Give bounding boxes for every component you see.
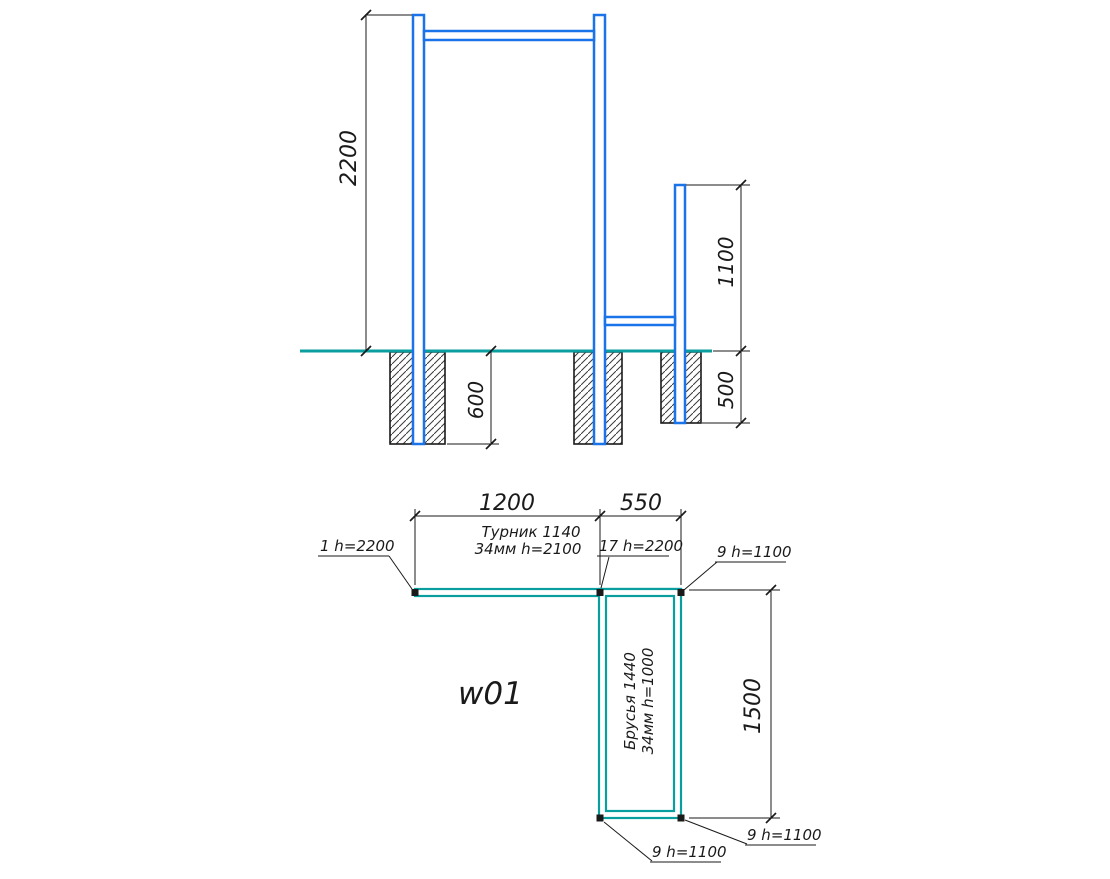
post-marker-bottom-left bbox=[596, 814, 604, 822]
brusya-label-line1: Брусья 1440 bbox=[621, 652, 639, 750]
post-marker-right bbox=[677, 589, 685, 596]
dim-footing-600: 600 bbox=[447, 345, 499, 450]
dim-label-1500: 1500 bbox=[741, 678, 766, 734]
right-post bbox=[592, 13, 607, 446]
turnik-label-line1: Турник 1140 bbox=[481, 523, 580, 541]
leader-label-post-right-bottom: 9 h=1100 bbox=[747, 826, 822, 844]
post-marker-left bbox=[411, 589, 419, 596]
plan-view: 1200 550 Турник 1140 34мм h=2100 1 h=220… bbox=[318, 491, 822, 863]
left-post bbox=[411, 13, 426, 446]
drawing-code: w01 bbox=[458, 676, 523, 712]
dim-height-2200: 2200 bbox=[337, 9, 412, 357]
post-marker-bottom-right bbox=[677, 814, 685, 822]
dim-label-500: 500 bbox=[714, 371, 738, 409]
dim-label-2200: 2200 bbox=[337, 130, 362, 186]
leader-label-post-left-bottom: 9 h=1100 bbox=[652, 843, 727, 861]
leader-label-post-mid: 17 h=2200 bbox=[599, 537, 683, 555]
dim-label-1100: 1100 bbox=[714, 237, 738, 288]
dim-plan-1200-550: 1200 550 bbox=[409, 491, 687, 585]
dim-label-1200: 1200 bbox=[479, 491, 535, 516]
parallel-bar-rail bbox=[603, 315, 677, 327]
pullup-bar bbox=[422, 29, 596, 42]
leader-post-mid: 17 h=2200 bbox=[597, 537, 683, 589]
bars-post bbox=[673, 183, 687, 425]
post-marker-mid bbox=[596, 589, 604, 596]
leader-label-post-left: 1 h=2200 bbox=[320, 537, 395, 555]
dim-plan-1500: 1500 bbox=[689, 584, 780, 824]
post-markers bbox=[411, 589, 685, 822]
leader-label-post-right-top: 9 h=1100 bbox=[717, 543, 792, 561]
leader-post-left-bottom: 9 h=1100 bbox=[603, 821, 727, 863]
turnik-label-line2: 34мм h=2100 bbox=[475, 540, 582, 558]
dim-label-550: 550 bbox=[620, 491, 662, 516]
brusya-label-line2: 34мм h=1000 bbox=[639, 648, 657, 755]
leader-post-right-top: 9 h=1100 bbox=[683, 543, 792, 591]
plan-bars-frame-outer bbox=[597, 587, 683, 820]
leader-post-right-bottom: 9 h=1100 bbox=[684, 819, 822, 846]
structure-frame bbox=[411, 13, 687, 446]
elevation-view: 2200 1100 500 600 bbox=[300, 9, 750, 450]
leader-post-left: 1 h=2200 bbox=[318, 537, 413, 590]
brusya-annotation: Брусья 1440 34мм h=1000 bbox=[621, 648, 657, 755]
dim-label-600: 600 bbox=[464, 381, 488, 419]
dim-height-1100-500: 1100 500 bbox=[686, 179, 750, 429]
turnik-annotation: Турник 1140 34мм h=2100 bbox=[475, 523, 582, 558]
plan-bars-frame-inner bbox=[604, 594, 676, 813]
footings bbox=[389, 351, 702, 445]
